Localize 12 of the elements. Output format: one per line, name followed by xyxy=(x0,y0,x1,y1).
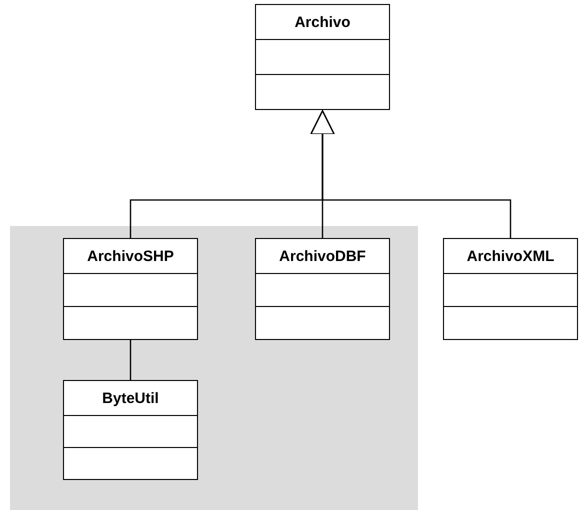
class-name: ArchivoDBF xyxy=(279,248,366,264)
association-line xyxy=(130,340,132,380)
class-box xyxy=(255,4,390,110)
inheritance-arrow xyxy=(310,110,512,238)
class-name: ArchivoSHP xyxy=(87,248,174,264)
class-box xyxy=(443,238,578,340)
class-box xyxy=(63,380,198,480)
class-name: ArchivoXML xyxy=(466,248,554,264)
class-name: ByteUtil xyxy=(102,390,159,406)
class-box xyxy=(63,238,198,340)
class-box xyxy=(255,238,390,340)
class-name: Archivo xyxy=(294,14,350,30)
